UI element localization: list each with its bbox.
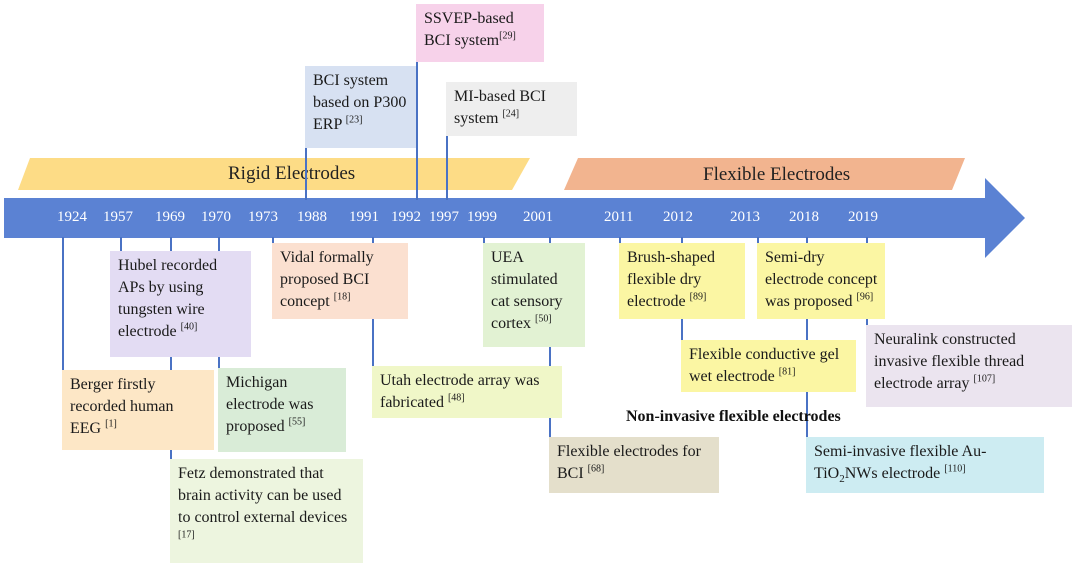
event-text: Neuralink constructed invasive flexible … [874,331,1025,392]
event-text: Vidal formally proposed BCI concept [280,249,374,310]
event-text: UEA stimulated cat sensory cortex [491,249,563,332]
flexible-electrodes-label: Flexible Electrodes [703,164,851,185]
year-label: 1988 [297,209,327,225]
year-label: 1999 [467,209,497,225]
event-ref: [68] [587,463,605,475]
event-ref: [24] [502,108,520,120]
event-box-fetz: Fetz demonstrated that brain activity ca… [170,459,363,563]
year-label: 1992 [391,209,421,225]
connector-line [62,237,64,370]
non-invasive-heading: Non-invasive flexible electrodes [626,408,841,425]
year-label: 1973 [248,209,278,225]
event-ref: [40] [180,321,198,333]
rigid-electrodes-label: Rigid Electrodes [228,163,356,184]
event-ref: [55] [288,416,306,428]
event-box-ssvep: SSVEP-based BCI system[29] [416,4,544,62]
event-ref: [110] [944,463,966,475]
event-box-berger: Berger firstly recorded human EEG [1] [62,370,214,450]
event-text: Michigan electrode was proposed [226,374,314,435]
flexible-electrodes-band [564,158,965,190]
event-text: Hubel recorded APs by using tungsten wir… [118,257,218,340]
event-ref: [29] [499,30,516,42]
connector-line [446,136,448,200]
connector-line [866,237,868,407]
year-label: 1991 [349,209,379,225]
year-label: 2011 [604,209,634,225]
event-text: NWs electrode [844,465,941,482]
year-label: 2001 [523,209,553,225]
event-text: Flexible electrodes for BCI [557,443,701,482]
event-box-utah: Utah electrode array was fabricated [48] [372,366,562,418]
event-text: Berger firstly recorded human EEG [70,376,174,437]
event-ref: [1] [105,418,117,430]
year-label: 1969 [155,209,185,225]
event-box-semidry: Semi-dry electrode concept was proposed … [757,243,885,319]
event-text: Flexible conductive gel wet electrode [689,346,840,385]
event-ref: [18] [333,291,351,303]
year-label: 1970 [201,209,231,225]
connector-line [549,237,551,493]
event-ref: [81] [778,366,796,378]
event-box-hubel: Hubel recorded APs by using tungsten wir… [110,251,251,357]
connector-line [305,148,307,200]
year-label: 2013 [730,209,760,225]
event-text: MI-based BCI system [454,88,546,127]
event-box-michigan: Michigan electrode was proposed [55] [218,368,346,452]
year-label: 2019 [848,209,878,225]
event-text: SSVEP-based BCI system [424,10,514,49]
connector-line [120,237,122,251]
timeline-arrow [4,178,1025,258]
event-text: Brush-shaped flexible dry electrode [627,249,715,310]
event-box-mi: MI-based BCI system [24] [446,82,577,136]
event-text: Fetz demonstrated that brain activity ca… [178,465,348,526]
rigid-electrodes-band [18,158,530,190]
event-ref: [89] [689,291,707,303]
event-ref: [17] [178,529,195,541]
event-box-brush: Brush-shaped flexible dry electrode [89] [619,243,745,319]
year-label: 1957 [103,209,133,225]
event-box-gel: Flexible conductive gel wet electrode [8… [681,340,856,392]
event-box-semi-invasive: Semi-invasive flexible Au-TiO2NWs electr… [806,437,1044,493]
event-subscript: 2 [839,473,845,486]
event-box-flexbci: Flexible electrodes for BCI [68] [549,437,719,493]
event-box-p300: BCI system based on P300 ERP [23] [305,66,416,148]
year-label: 1924 [57,209,87,225]
year-label: 2012 [663,209,693,225]
connector-line [416,62,418,200]
event-ref: [107] [973,373,996,385]
event-text: Utah electrode array was fabricated [380,372,540,411]
event-ref: [48] [447,392,465,404]
event-ref: [96] [856,291,874,303]
connector-line [372,237,374,418]
event-text: BCI system based on P300 ERP [313,72,407,133]
event-ref: [23] [345,114,363,126]
event-ref: [50] [534,313,552,325]
event-text: Semi-dry electrode concept was proposed [765,249,878,310]
event-box-vidal: Vidal formally proposed BCI concept [18] [272,243,408,319]
year-label: 1997 [429,209,459,225]
year-label: 2018 [789,209,819,225]
event-box-uea: UEA stimulated cat sensory cortex [50] [483,243,585,347]
event-box-neuralink: Neuralink constructed invasive flexible … [866,325,1072,407]
event-text: Semi-invasive flexible Au-TiO [814,443,987,482]
